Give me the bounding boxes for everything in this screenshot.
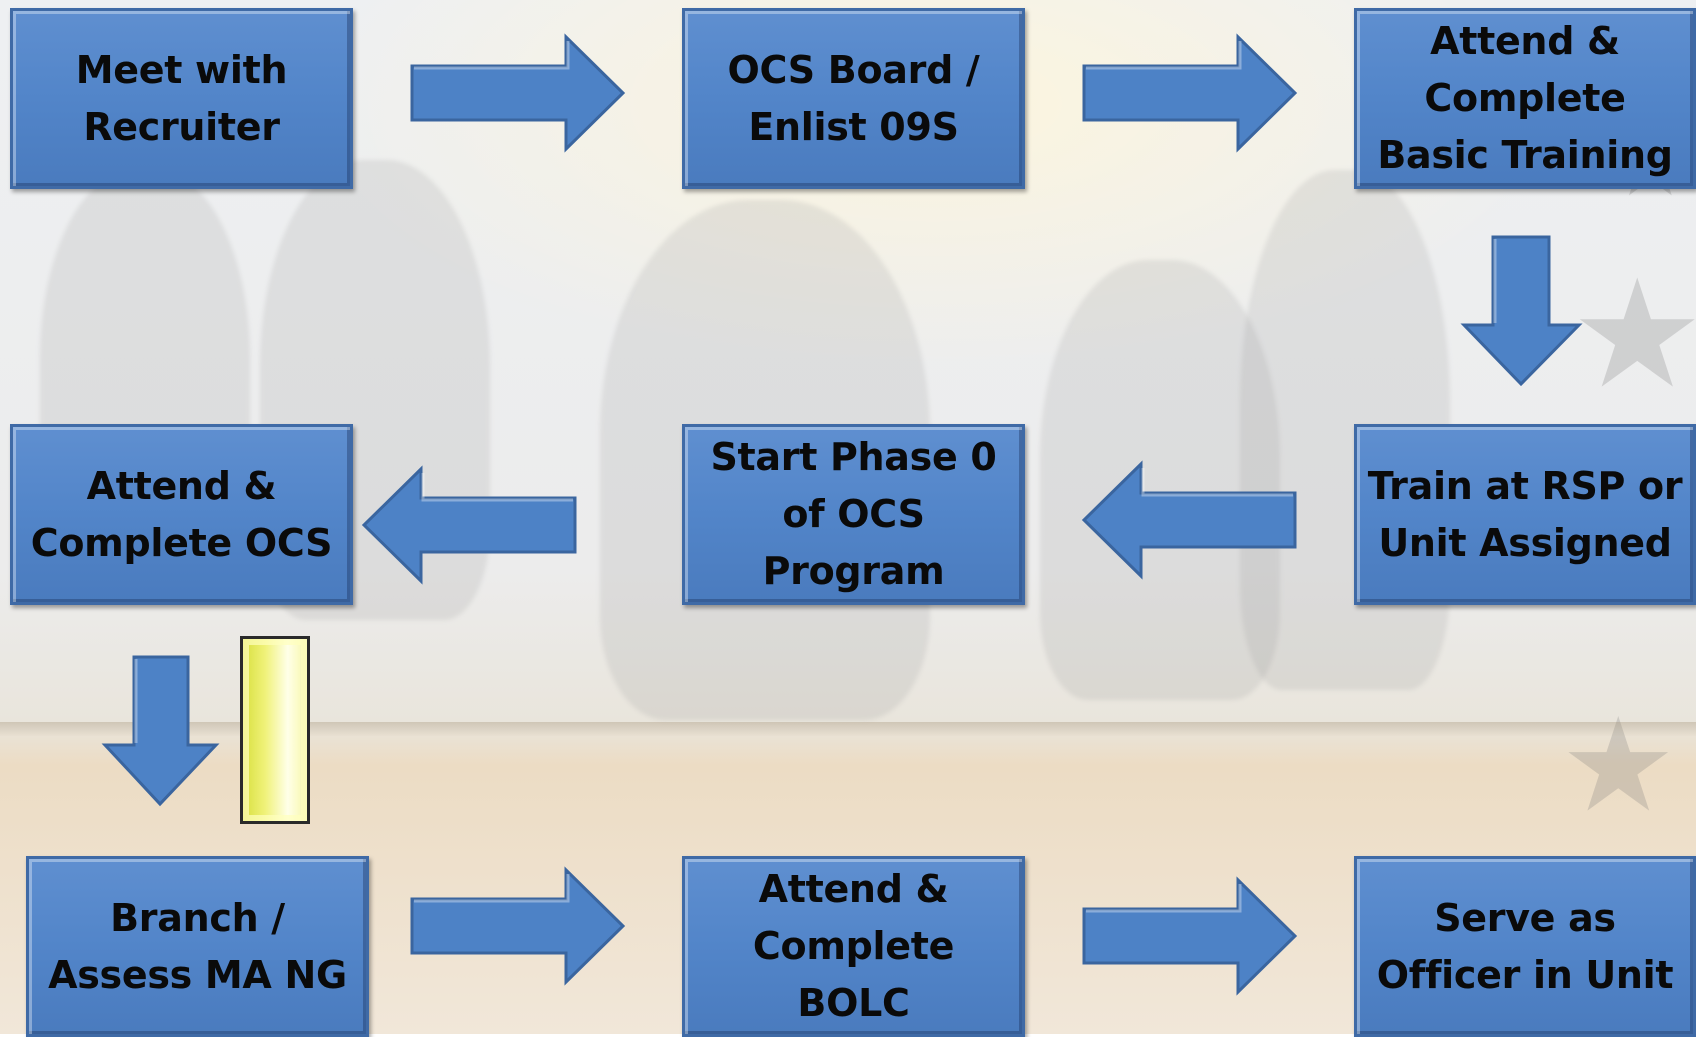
arrow-right-icon	[1082, 876, 1298, 996]
step-train-rsp: Train at RSP or Unit Assigned	[1354, 424, 1696, 605]
step-label: OCS Board / Enlist 09S	[727, 47, 980, 149]
step-label: Branch / Assess MA NG	[48, 895, 347, 997]
arrow-left-icon	[361, 465, 577, 585]
soldier-silhouette	[1040, 260, 1280, 700]
star-icon: ★	[1570, 248, 1696, 422]
step-label: Meet with Recruiter	[75, 47, 288, 149]
step-complete-ocs: Attend & Complete OCS	[10, 424, 353, 605]
step-label: Attend & Complete Basic Training	[1377, 19, 1673, 177]
step-meet-recruiter: Meet with Recruiter	[10, 8, 353, 189]
arrow-right-icon	[410, 33, 626, 153]
arrow-left-icon	[1081, 460, 1297, 580]
horizon-band	[0, 722, 1696, 736]
step-serve-officer: Serve as Officer in Unit	[1354, 856, 1696, 1037]
step-basic-training: Attend & Complete Basic Training	[1354, 8, 1696, 189]
step-label: Attend & Complete BOLC	[752, 867, 955, 1025]
step-phase-0: Start Phase 0 of OCS Program	[682, 424, 1025, 605]
arrow-down-icon	[101, 655, 220, 807]
step-ocs-board: OCS Board / Enlist 09S	[682, 8, 1025, 189]
step-label: Start Phase 0 of OCS Program	[710, 435, 997, 593]
step-branch-assess: Branch / Assess MA NG	[26, 856, 369, 1037]
step-label: Attend & Complete OCS	[30, 463, 333, 565]
arrow-right-icon	[410, 866, 626, 986]
arrow-down-icon	[1460, 235, 1583, 387]
step-label: Serve as Officer in Unit	[1376, 895, 1674, 997]
arrow-right-icon	[1082, 33, 1298, 153]
step-bolc: Attend & Complete BOLC	[682, 856, 1025, 1037]
step-label: Train at RSP or Unit Assigned	[1367, 463, 1683, 565]
second-lieutenant-bar-icon	[240, 636, 310, 824]
star-icon: ★	[1560, 689, 1677, 841]
